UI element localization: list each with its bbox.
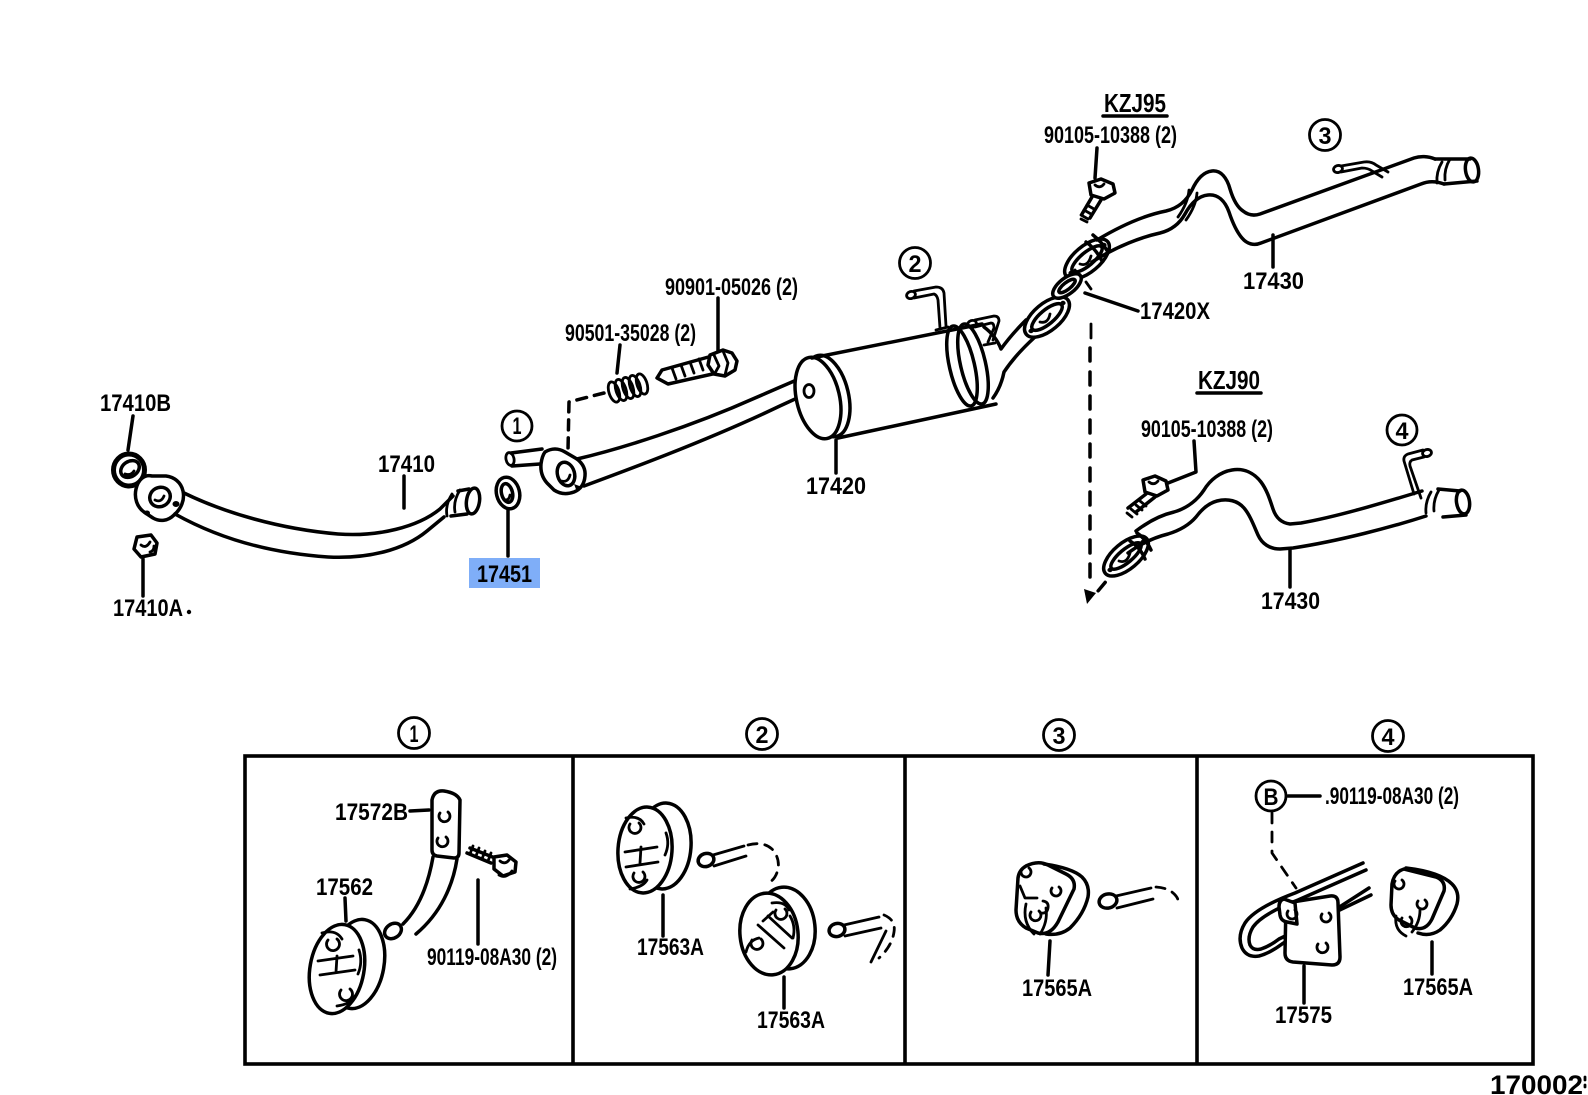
svg-text:90901-05026 (2): 90901-05026 (2): [665, 274, 798, 301]
svg-text:90105-10388 (2): 90105-10388 (2): [1044, 122, 1177, 149]
svg-text:2: 2: [909, 251, 922, 278]
svg-text:17572B: 17572B: [335, 799, 408, 826]
svg-text:90119-08A30 (2): 90119-08A30 (2): [427, 944, 557, 971]
svg-text:KZJ90: KZJ90: [1198, 365, 1260, 395]
svg-text:4: 4: [1396, 418, 1410, 445]
svg-text:17563A: 17563A: [637, 934, 704, 961]
svg-text:90105-10388 (2): 90105-10388 (2): [1141, 416, 1273, 443]
svg-text:17451: 17451: [477, 561, 532, 588]
svg-text:17430: 17430: [1261, 588, 1320, 615]
svg-text:17410B: 17410B: [100, 390, 171, 417]
svg-text:17565A: 17565A: [1403, 974, 1473, 1001]
svg-text:17420X: 17420X: [1140, 298, 1210, 325]
svg-text:17565A: 17565A: [1022, 975, 1092, 1002]
svg-text:17430: 17430: [1243, 268, 1304, 295]
svg-text:3: 3: [1319, 123, 1332, 150]
svg-text:3: 3: [1053, 723, 1066, 750]
svg-text:B: B: [1264, 784, 1279, 811]
svg-text:17410A: 17410A: [113, 595, 183, 622]
svg-text:.90119-08A30 (2): .90119-08A30 (2): [1325, 783, 1459, 810]
svg-text:1: 1: [513, 413, 522, 440]
svg-text:170002: 170002: [1490, 1070, 1583, 1095]
svg-text:4: 4: [1382, 724, 1396, 751]
svg-text:17420: 17420: [806, 473, 866, 500]
svg-text:17575: 17575: [1275, 1002, 1332, 1029]
svg-text:2: 2: [756, 722, 769, 749]
svg-text:90501-35028 (2): 90501-35028 (2): [565, 320, 696, 347]
svg-text:KZJ95: KZJ95: [1104, 88, 1166, 118]
svg-text:1: 1: [410, 721, 419, 748]
svg-text:17563A: 17563A: [757, 1007, 825, 1034]
svg-text:17410: 17410: [378, 451, 435, 478]
